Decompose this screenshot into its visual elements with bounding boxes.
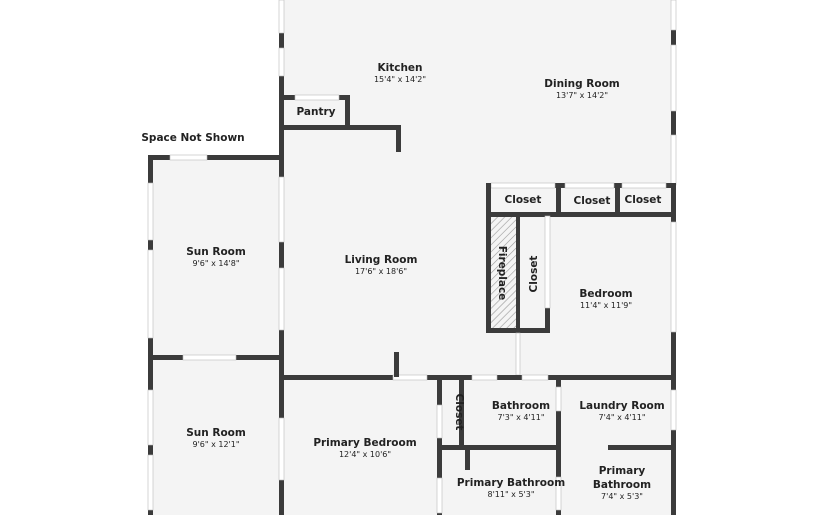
- room-dimensions: 13'7" x 14'2": [556, 91, 608, 100]
- room-name: Bathroom: [492, 400, 550, 412]
- room-name-line1: Primary: [599, 465, 646, 477]
- room-living: Living Room 17'6" x 18'6": [345, 254, 418, 276]
- room-name: Laundry Room: [579, 400, 664, 412]
- room-sun-room-2: Sun Room 9'6" x 12'1": [186, 427, 246, 449]
- room-closet: Closet: [528, 256, 540, 293]
- room-dimensions: 9'6" x 14'8": [192, 259, 239, 268]
- room-closet: Closet: [625, 194, 662, 206]
- room-name-line2: Bathroom: [593, 479, 651, 491]
- room-sun-room-1: Sun Room 9'6" x 14'8": [186, 246, 246, 268]
- room-dimensions: 7'4" x 4'11": [598, 413, 645, 422]
- room-dimensions: 12'4" x 10'6": [339, 450, 391, 459]
- room-name: Sun Room: [186, 246, 246, 258]
- room-bathroom: Bathroom 7'3" x 4'11": [492, 400, 550, 422]
- room-dining: Dining Room 13'7" x 14'2": [544, 78, 620, 100]
- space-not-shown-label: Space Not Shown: [141, 132, 244, 144]
- room-laundry: Laundry Room 7'4" x 4'11": [579, 400, 664, 422]
- room-dimensions: 7'3" x 4'11": [497, 413, 544, 422]
- fireplace-hatch: [489, 216, 517, 330]
- room-dimensions: 15'4" x 14'2": [374, 75, 426, 84]
- room-name: Bedroom: [579, 288, 632, 300]
- room-primary-bathroom-1: Primary Bathroom 8'11" x 5'3": [457, 477, 565, 499]
- room-dimensions: 9'6" x 12'1": [192, 440, 239, 449]
- room-pantry: Pantry: [296, 106, 335, 118]
- room-primary-bedroom: Primary Bedroom 12'4" x 10'6": [313, 437, 416, 459]
- room-name: Sun Room: [186, 427, 246, 439]
- room-bedroom: Bedroom 11'4" x 11'9": [579, 288, 632, 310]
- floor-areas: [150, 0, 675, 515]
- room-dimensions: 11'4" x 11'9": [580, 301, 632, 310]
- room-dimensions: 8'11" x 5'3": [487, 490, 534, 499]
- room-name: Primary Bathroom: [457, 477, 565, 489]
- room-name: Living Room: [345, 254, 418, 266]
- room-dimensions: 7'4" x 5'3": [601, 492, 643, 501]
- room-dimensions: 17'6" x 18'6": [355, 267, 407, 276]
- room-name: Kitchen: [377, 62, 422, 74]
- fireplace-label: Fireplace: [496, 246, 508, 301]
- room-closet: Closet: [505, 194, 542, 206]
- room-name: Dining Room: [544, 78, 620, 90]
- room-closet: Closet: [453, 394, 465, 431]
- room-closet: Closet: [574, 195, 611, 207]
- room-kitchen: Kitchen 15'4" x 14'2": [374, 62, 426, 84]
- room-name: Primary Bedroom: [313, 437, 416, 449]
- walls: [147, 0, 677, 515]
- room-primary-bathroom-2: Primary Bathroom 7'4" x 5'3": [593, 465, 651, 501]
